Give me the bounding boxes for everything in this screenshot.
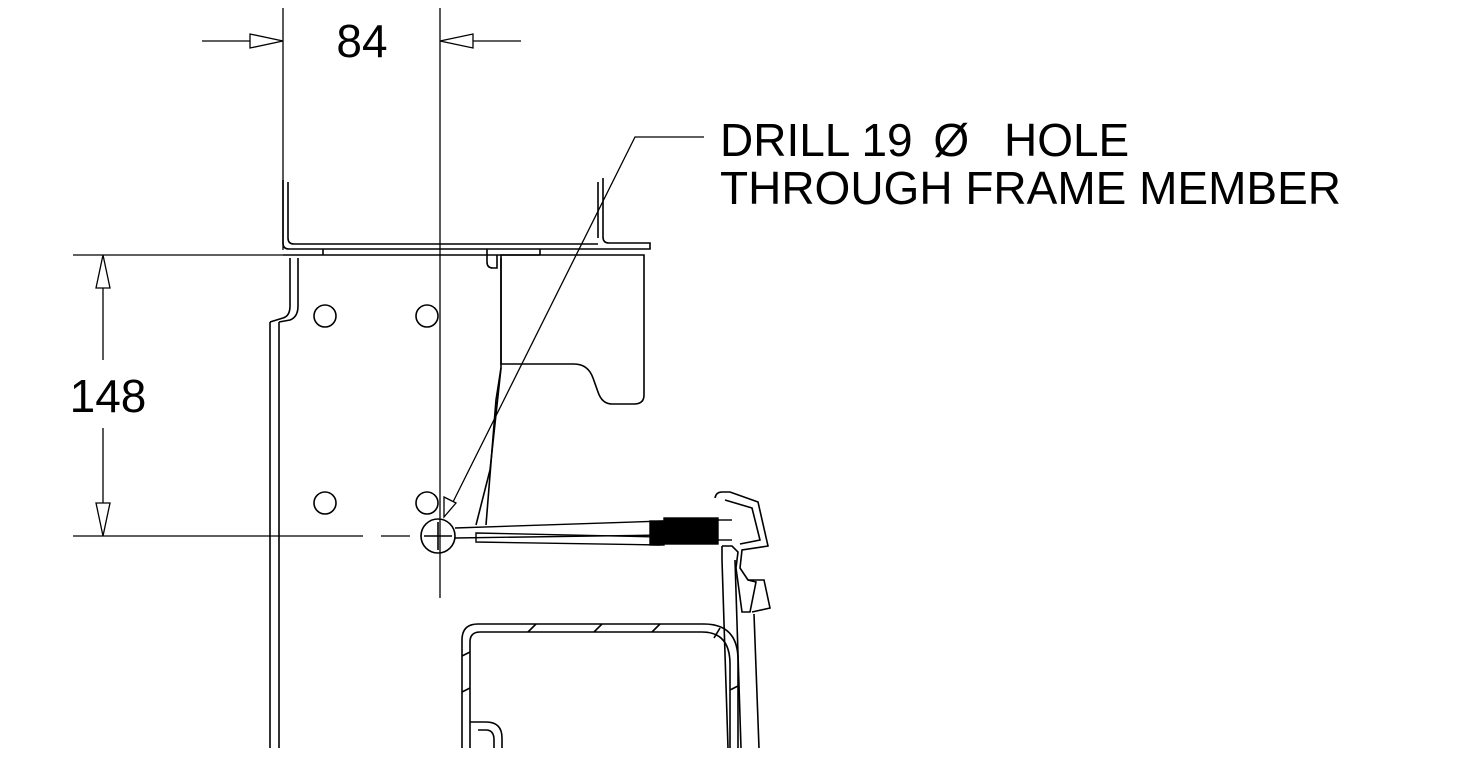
clamp-post-left: [721, 546, 729, 749]
rod-thread-section: [663, 517, 719, 545]
dimension-label-148: 148: [70, 370, 147, 422]
channel-lip-outer: [470, 721, 503, 748]
frame-top-bend-inner: [278, 258, 299, 323]
rod-bottom-edge: [454, 534, 665, 539]
mounting-hole-2: [415, 304, 439, 328]
note-drill-text: DRILL 19: [720, 114, 913, 166]
arrowhead-right: [439, 33, 474, 49]
diameter-symbol-icon: Ø: [933, 114, 969, 166]
bracket-right-flange: [600, 178, 651, 250]
clamp-lip: [748, 579, 771, 613]
mounting-hole-3: [313, 491, 337, 515]
hanger-block: [500, 254, 645, 405]
mounting-hole-4: [415, 491, 439, 515]
threaded-rod: [454, 517, 732, 546]
dimension-84: [202, 8, 521, 598]
leader-arrowhead: [443, 495, 458, 519]
clamp-inner: [724, 499, 761, 545]
frame-top-bend: [269, 258, 291, 323]
frame-member: [269, 258, 299, 748]
clamp-post-right: [753, 613, 760, 749]
dimension-label-84: 84: [336, 15, 387, 67]
mounting-hole-1: [313, 304, 337, 328]
dimension-148: [73, 254, 410, 537]
hanger-bracket: [475, 254, 645, 526]
note-hole-text: HOLE: [1004, 114, 1129, 166]
drilled-hole: [420, 518, 456, 554]
arrowhead-bottom: [95, 502, 111, 537]
bracket-left-flange-inner: [287, 182, 598, 245]
bracket-plate: [282, 178, 651, 515]
plate-tab: [486, 249, 498, 269]
note-line-1: DRILL 19 Ø HOLE: [720, 114, 1129, 166]
bracket-left-flange: [282, 180, 600, 250]
arrowhead-left: [249, 33, 284, 49]
drill-hole-circle: [420, 518, 456, 554]
hanger-arm-inner: [475, 367, 502, 526]
rod-nut-dark: [649, 520, 665, 546]
note-line-2: THROUGH FRAME MEMBER: [720, 162, 1341, 214]
channel-inner: [469, 631, 731, 748]
clamp-outline: [714, 491, 769, 613]
leader-line: [450, 136, 704, 507]
channel-lip-inner: [478, 729, 495, 748]
channel-outer: [461, 623, 739, 748]
channel-section: [461, 623, 739, 748]
clamp-hook: [714, 491, 771, 749]
note-callout: DRILL 19 Ø HOLE THROUGH FRAME MEMBER: [443, 114, 1341, 519]
rod-top-edge: [454, 520, 665, 529]
